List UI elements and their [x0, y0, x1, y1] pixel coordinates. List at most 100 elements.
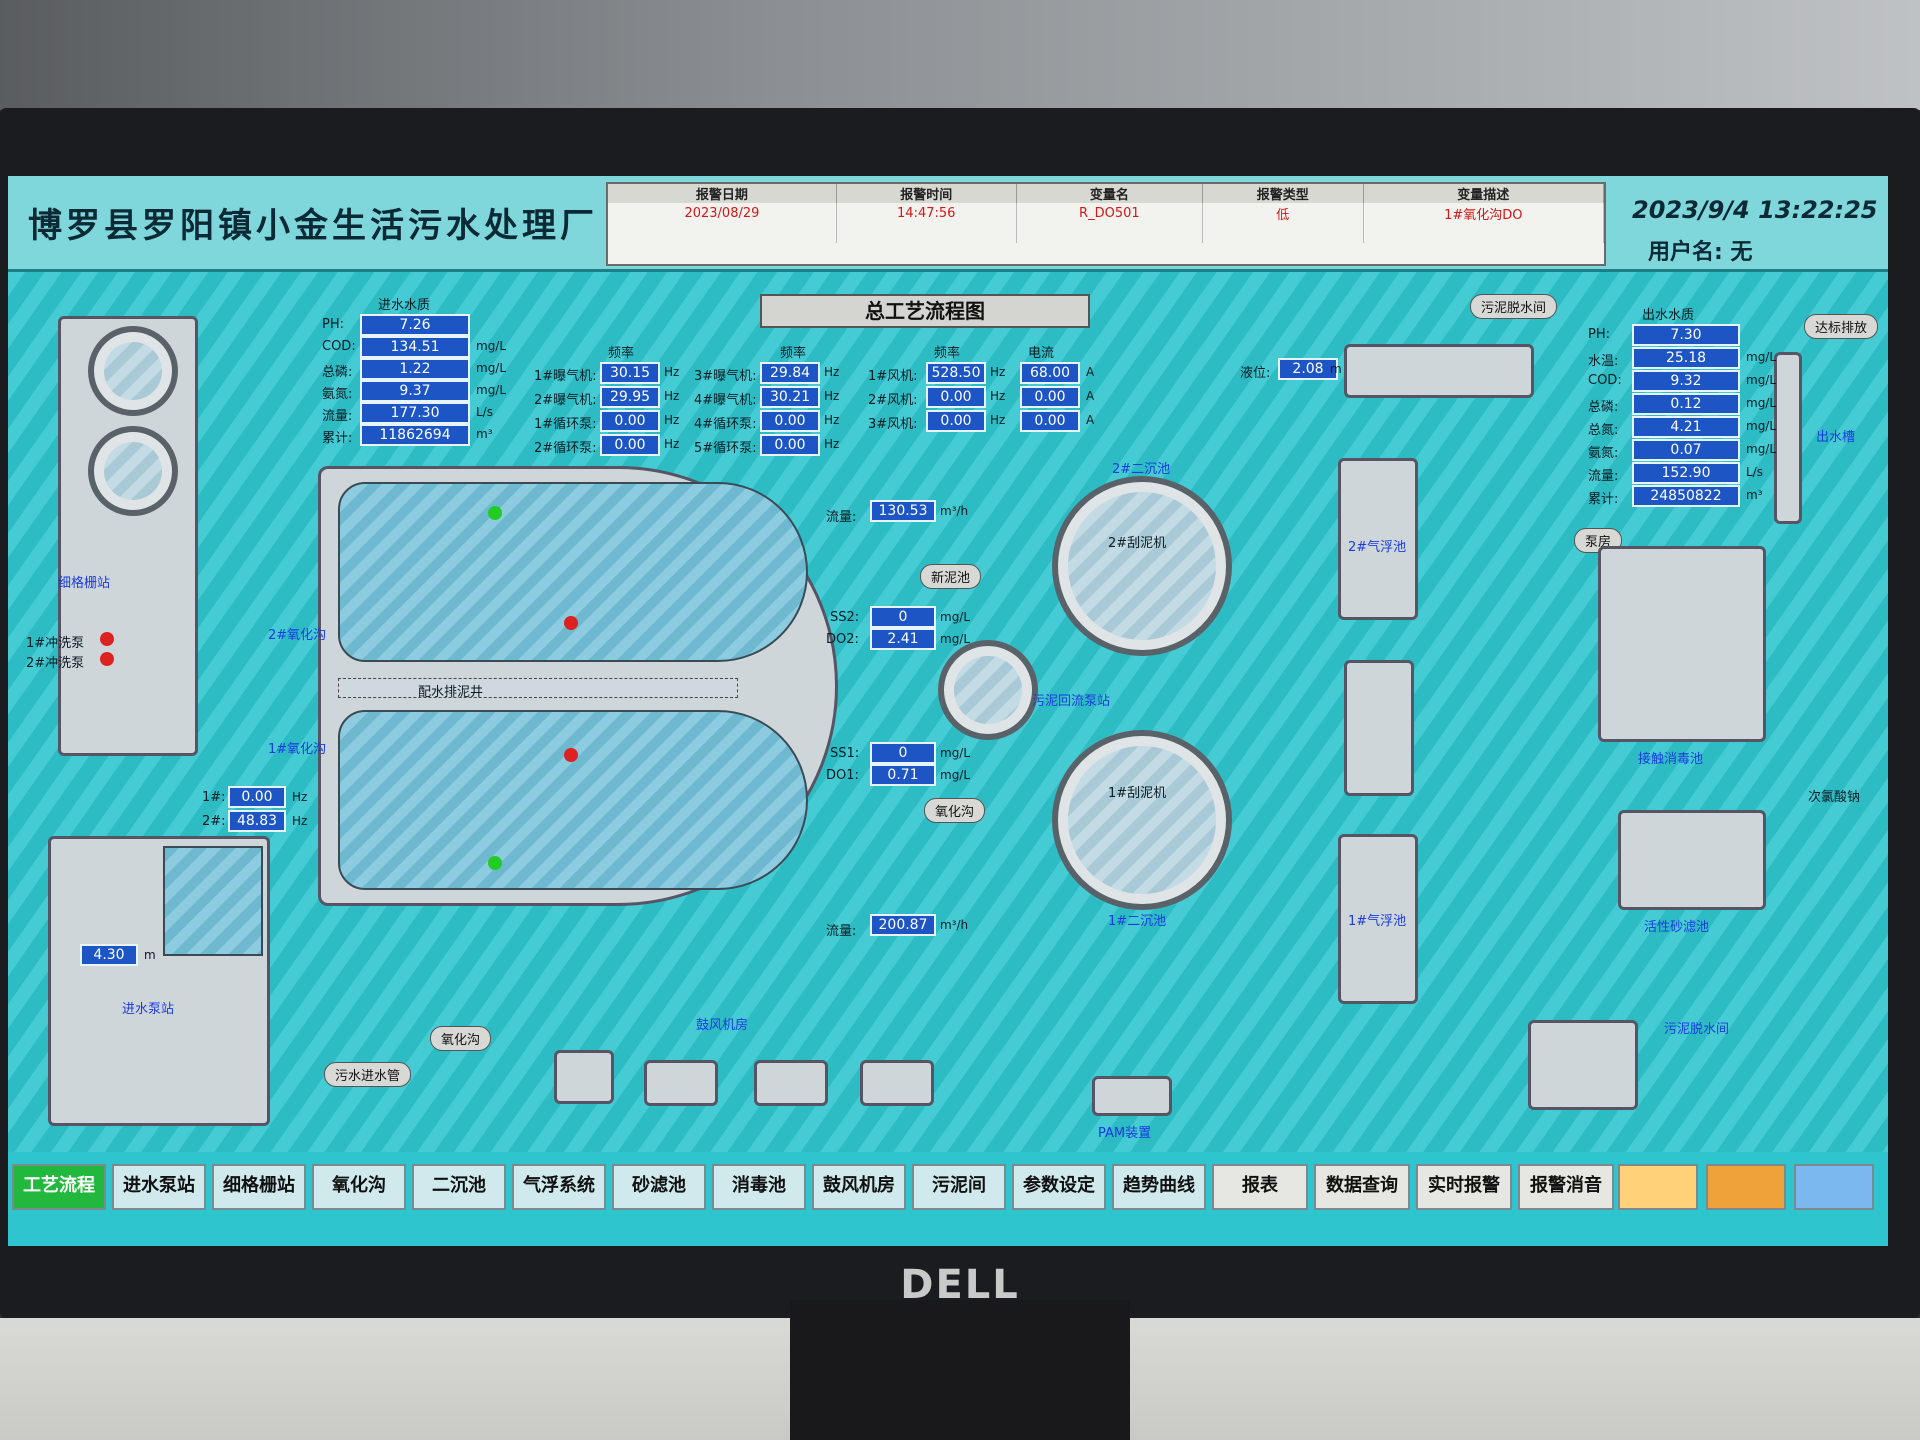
current-value: 0.00 [1020, 386, 1080, 408]
frequency-value: 0.00 [926, 386, 986, 408]
key-icon[interactable] [1706, 1164, 1786, 1210]
pam-label: PAM装置 [1098, 1126, 1152, 1141]
pump-icon[interactable] [100, 632, 114, 646]
nav-tab-8[interactable]: 鼓风机房 [812, 1164, 906, 1210]
user-label: 用户名: 无 [1648, 240, 1753, 265]
unit: Hz [664, 413, 680, 427]
nav-tab-1[interactable]: 进水泵站 [112, 1164, 206, 1210]
unit: Hz [824, 413, 840, 427]
nav-tab-11[interactable]: 趋势曲线 [1112, 1164, 1206, 1210]
nav-tab-14[interactable]: 实时报警 [1416, 1164, 1512, 1210]
unit: Hz [292, 790, 308, 804]
nav-tab-5[interactable]: 气浮系统 [512, 1164, 606, 1210]
nav-tab-13[interactable]: 数据查询 [1314, 1164, 1410, 1210]
datetime: 2023/9/4 13:22:25 [1632, 196, 1878, 224]
outlet-param-value: 7.30 [1632, 324, 1740, 346]
nav-tab-4[interactable]: 二沉池 [412, 1164, 506, 1210]
outlet-param-label: 流量: [1588, 469, 1619, 484]
inlet-pump-2-label: 2#: [202, 814, 226, 829]
outlet-param-value: 24850822 [1632, 485, 1740, 507]
frequency-value: 30.15 [600, 362, 660, 384]
alarm-cell: 2023/08/29 [608, 203, 837, 223]
ss2-value: 0 [870, 606, 936, 628]
inlet-pump-station-label: 进水泵站 [122, 1002, 175, 1017]
unit: Hz [824, 437, 840, 451]
alarm-table[interactable]: 报警日期 报警时间 变量名 报警类型 变量描述 2023/08/29 14:47… [606, 182, 1606, 266]
discharge-tag: 达标排放 [1804, 314, 1879, 339]
unit: A [1086, 389, 1095, 403]
nav-tab-12[interactable]: 报表 [1212, 1164, 1308, 1210]
equipment-label: 3#曝气机: [694, 369, 757, 384]
nav-tab-0[interactable]: 工艺流程 [12, 1164, 106, 1210]
unit: L/s [1746, 465, 1763, 479]
unit: mg/L [476, 383, 507, 397]
nav-tab-7[interactable]: 消毒池 [712, 1164, 806, 1210]
oxidation-ditch-tag: 氧化沟 [430, 1026, 492, 1051]
aerator-icon[interactable] [564, 616, 578, 630]
ss1-value: 0 [870, 742, 936, 764]
equipment-label: 2#风机: [868, 393, 918, 408]
inlet-param-value: 1.22 [360, 358, 470, 380]
table-row[interactable]: 2023/08/29 14:47:56 R_DO501 低 1#氧化沟DO [608, 203, 1605, 223]
unit: m³ [1746, 488, 1763, 502]
nav-tab-3[interactable]: 氧化沟 [312, 1164, 406, 1210]
outlet-param-label: 水温: [1588, 354, 1619, 369]
pump-icon[interactable] [100, 652, 114, 666]
screen-station-label: 细格栅站 [58, 576, 111, 591]
inlet-param-label: 氨氮: [322, 387, 353, 402]
return-pump-station [938, 640, 1038, 740]
outlet-param-value: 0.12 [1632, 393, 1740, 415]
unit: mg/L [940, 768, 971, 782]
exit-icon[interactable] [1794, 1164, 1874, 1210]
unit: m³ [476, 427, 493, 441]
unit: mg/L [940, 610, 971, 624]
nav-tab-6[interactable]: 砂滤池 [612, 1164, 706, 1210]
outlet-param-value: 152.90 [1632, 462, 1740, 484]
oxidation-ditch-tag: 氧化沟 [924, 798, 986, 823]
background-wall [0, 0, 1920, 110]
equipment-label: 4#曝气机: [694, 393, 757, 408]
nav-tab-9[interactable]: 污泥间 [912, 1164, 1006, 1210]
disinfection-label: 接触消毒池 [1638, 752, 1704, 767]
alarm-col: 报警类型 [1202, 184, 1364, 203]
unit: Hz [824, 365, 840, 379]
nav-tab-15[interactable]: 报警消音 [1518, 1164, 1614, 1210]
outlet-param-value: 9.32 [1632, 370, 1740, 392]
freq-heading: 频率 [608, 346, 635, 361]
unit: mg/L [1746, 419, 1777, 433]
ditch-1-label: 1#氧化沟 [268, 742, 327, 757]
oxidation-ditch-1 [338, 710, 808, 890]
inlet-param-label: 累计: [322, 431, 353, 446]
unit: Hz [664, 365, 680, 379]
outlet-param-value: 4.21 [1632, 416, 1740, 438]
user-icon[interactable] [1618, 1164, 1698, 1210]
nav-tab-2[interactable]: 细格栅站 [212, 1164, 306, 1210]
ditch-flow-bottom: 200.87 [870, 914, 936, 936]
frequency-value: 29.84 [760, 362, 820, 384]
pam-unit [1092, 1076, 1172, 1116]
alarm-col: 报警日期 [608, 184, 837, 203]
outlet-param-label: 总磷: [1588, 400, 1619, 415]
unit: mg/L [1746, 350, 1777, 364]
aerator-icon[interactable] [488, 506, 502, 520]
aerator-icon[interactable] [564, 748, 578, 762]
do2-value: 2.41 [870, 628, 936, 650]
pump-room-tag: 泵房 [1574, 528, 1623, 553]
level-label: 液位: [1240, 366, 1271, 381]
aerator-icon[interactable] [488, 856, 502, 870]
scraper-1-label: 1#刮泥机 [1108, 786, 1167, 801]
sand-filter [1618, 810, 1766, 910]
nav-tab-10[interactable]: 参数设定 [1012, 1164, 1106, 1210]
alarm-cell: R_DO501 [1016, 203, 1204, 223]
do1-label: DO1: [826, 768, 859, 783]
unit: mg/L [1746, 396, 1777, 410]
frequency-value: 0.00 [600, 434, 660, 456]
current-value: 68.00 [1020, 362, 1080, 384]
inlet-param-label: COD: [322, 339, 356, 354]
secondary-clarifier-1 [1052, 730, 1232, 910]
unit: m [144, 948, 156, 962]
blower-unit [860, 1060, 934, 1106]
unit: m³/h [940, 918, 969, 932]
inlet-param-value: 177.30 [360, 402, 470, 424]
freq-heading: 频率 [780, 346, 807, 361]
